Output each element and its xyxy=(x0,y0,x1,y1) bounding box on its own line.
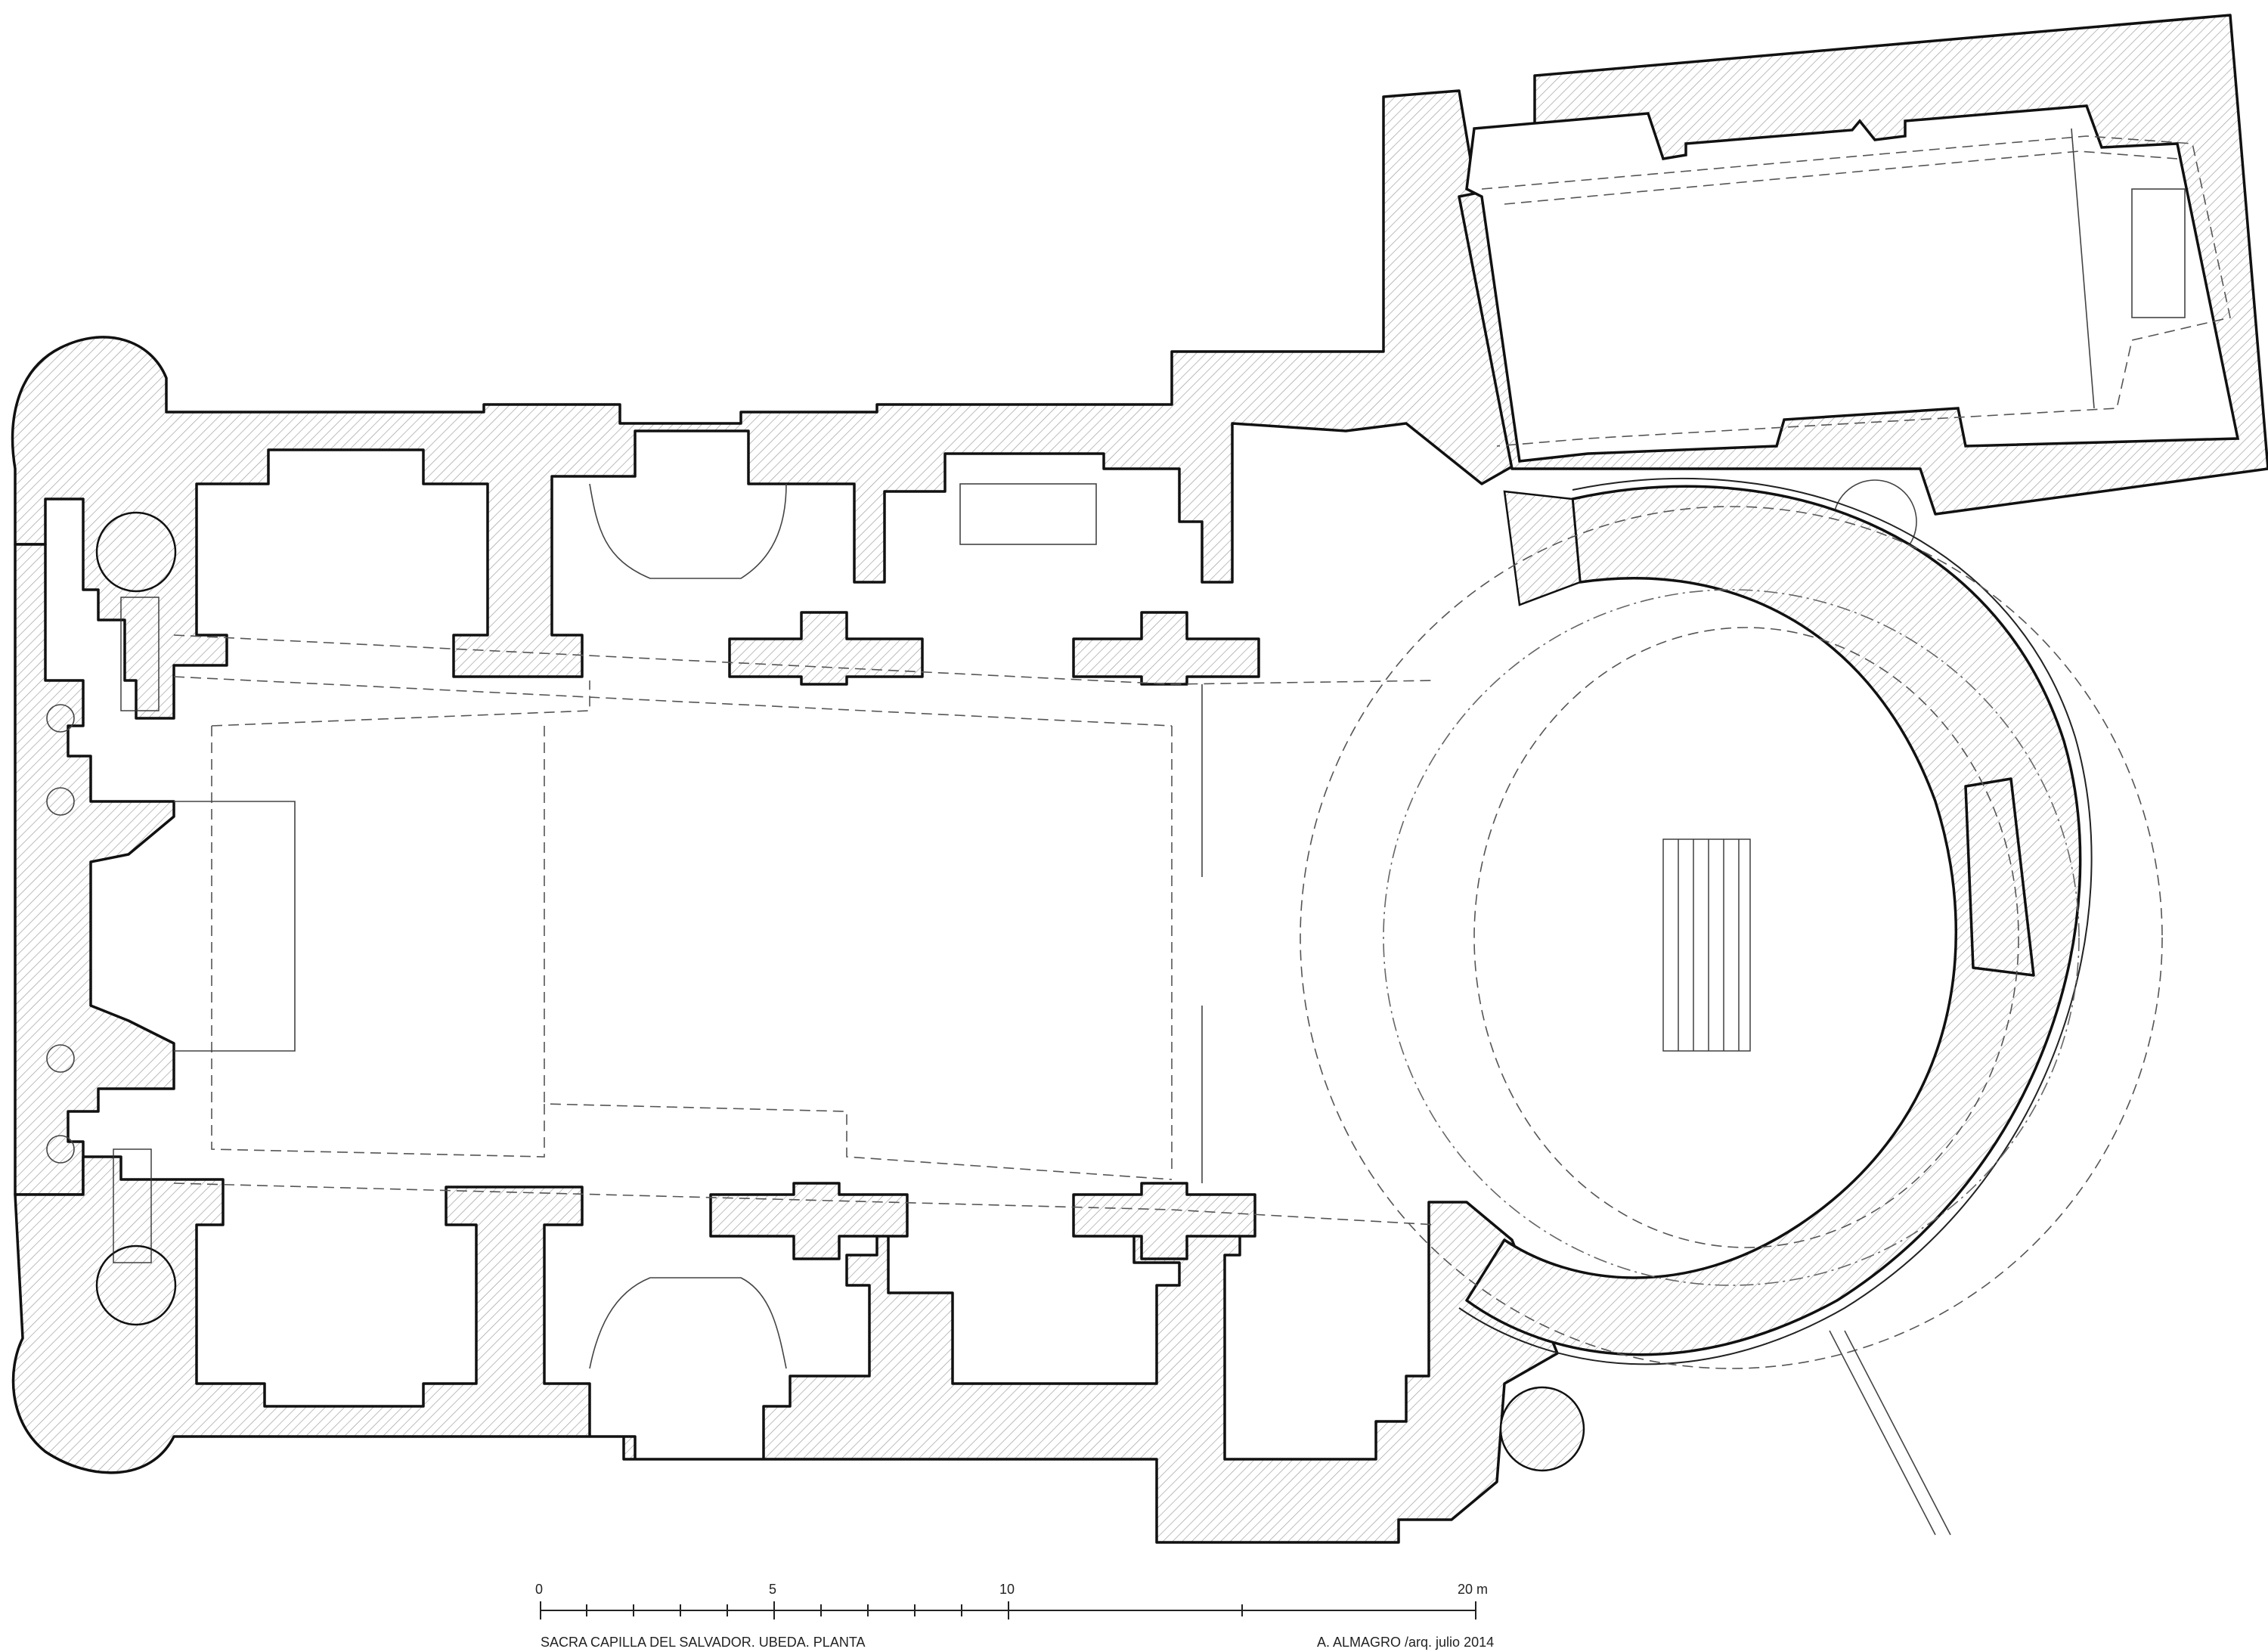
altar-steps xyxy=(1662,838,1751,1052)
spiral-stairs xyxy=(46,511,1585,1472)
nave-piers xyxy=(709,611,1260,1260)
sacristy xyxy=(1458,14,2268,564)
nave-outlines xyxy=(173,483,1437,1369)
drawing-title: SACRA CAPILLA DEL SALVADOR. UBEDA. PLANT… xyxy=(541,1635,866,1650)
scale-label-5: 5 xyxy=(769,1582,776,1597)
rotunda xyxy=(1300,477,2163,1536)
scale-label-10: 10 xyxy=(999,1582,1015,1597)
scale-label-0: 0 xyxy=(535,1582,543,1597)
scale-label-20m: 20 m xyxy=(1458,1582,1488,1597)
north-wall xyxy=(11,89,1536,720)
drawing-author: A. ALMAGRO /arq. julio 2014 xyxy=(1317,1635,1494,1650)
west-facade xyxy=(14,543,175,1196)
scale-bar: 0 5 10 20 m xyxy=(535,1582,1488,1619)
